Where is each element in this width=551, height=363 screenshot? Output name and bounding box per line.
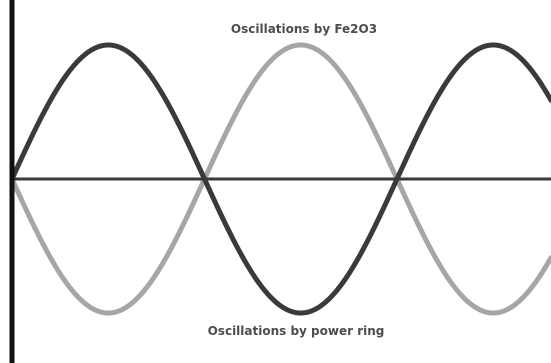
power-ring-wave: [9, 42, 551, 316]
fe2o3-wave-label: Oscillations by Fe2O3: [231, 22, 377, 36]
power-ring-wave-label: Oscillations by power ring: [208, 324, 385, 338]
fe2o3-wave: [9, 42, 551, 316]
